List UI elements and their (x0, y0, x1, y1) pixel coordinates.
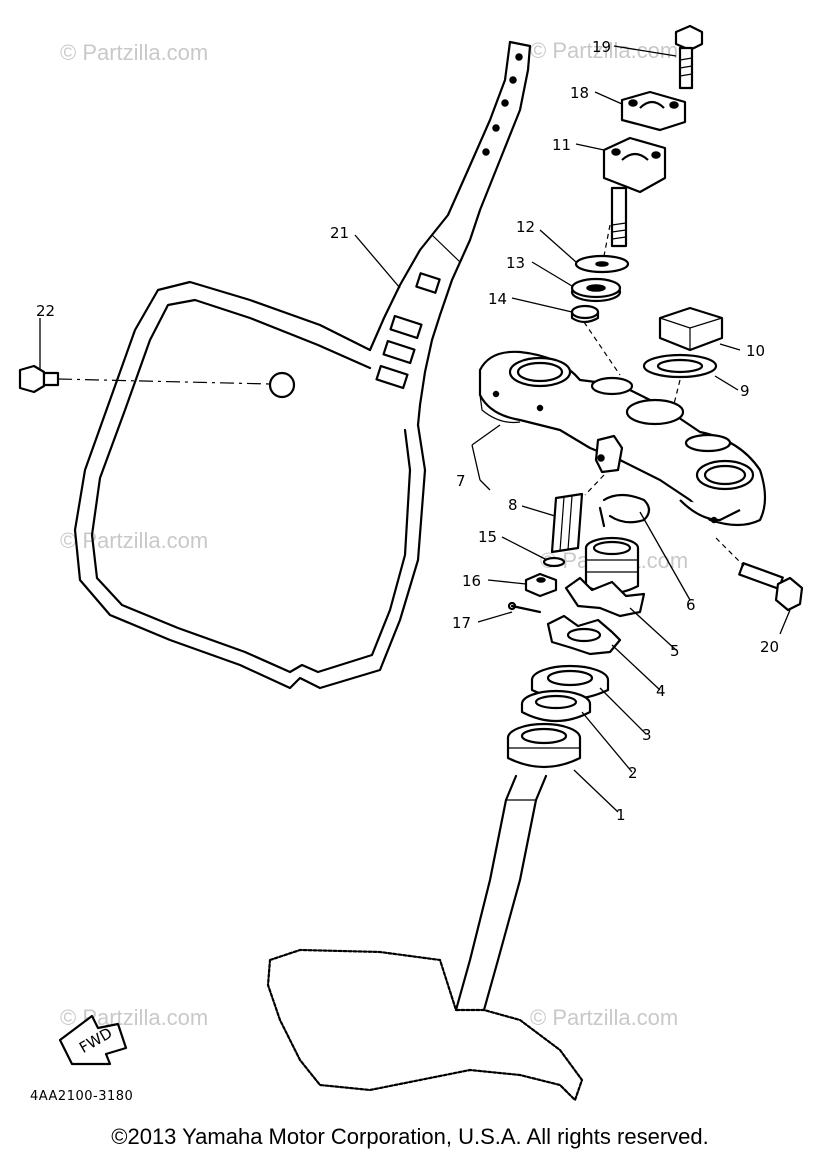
callout-18: 18 (570, 84, 589, 102)
bearing-part-2 (520, 689, 592, 722)
callout-11: 11 (552, 136, 571, 154)
washer-part-12 (574, 254, 630, 274)
fwd-arrow-icon: FWD (58, 1014, 128, 1066)
watermark-bottom-right: © Partzilla.com (530, 1005, 678, 1030)
damper-part-13 (570, 277, 622, 303)
cotter-pin-part-17 (507, 601, 542, 614)
callout-7: 7 (456, 472, 466, 490)
callout-15: 15 (478, 528, 497, 546)
callout-5: 5 (670, 642, 680, 660)
callout-17: 17 (452, 614, 471, 632)
callout-2: 2 (628, 764, 638, 782)
holder-part-11 (602, 136, 667, 248)
washer-part-15 (542, 556, 566, 568)
watermarks: © Partzilla.com © Partzilla.com © Partzi… (60, 38, 688, 1030)
steering-stem (266, 774, 584, 1102)
ring-nut-part-4 (546, 614, 622, 656)
callout-8: 8 (508, 496, 518, 514)
clamp-part-18 (620, 90, 687, 132)
bolt-part-22 (18, 364, 271, 394)
callout-10: 10 (746, 342, 765, 360)
callout-3: 3 (642, 726, 652, 744)
callout-21: 21 (330, 224, 349, 242)
bearing-part-1 (506, 722, 582, 768)
nut-part-10 (658, 306, 724, 352)
callout-19: 19 (592, 38, 611, 56)
damper-part-8 (550, 492, 584, 554)
callout-12: 12 (516, 218, 535, 236)
copyright-notice: ©2013 Yamaha Motor Corporation, U.S.A. A… (111, 1124, 709, 1149)
callout-14: 14 (488, 290, 507, 308)
callout-4: 4 (656, 682, 666, 700)
callout-22: 22 (36, 302, 55, 320)
number-plate-part-21 (73, 40, 532, 690)
ring-nut-part-5 (564, 536, 646, 618)
watermark-top-right: © Partzilla.com (530, 38, 678, 63)
callout-labels: 19 18 11 12 13 14 10 9 21 22 7 8 15 16 1… (36, 38, 779, 824)
callout-13: 13 (506, 254, 525, 272)
bolt-part-19 (674, 24, 704, 90)
callout-9: 9 (740, 382, 750, 400)
collar-part-14 (570, 304, 600, 324)
callout-6: 6 (686, 596, 696, 614)
upper-bracket-part-7 (478, 350, 767, 527)
watermark-top-left: © Partzilla.com (60, 40, 208, 65)
bolt-part-20 (715, 537, 804, 612)
callout-20: 20 (760, 638, 779, 656)
leader-lines (39, 45, 791, 813)
diagram-code: 4AA2100-3180 (30, 1089, 133, 1104)
callout-16: 16 (462, 572, 481, 590)
washer-part-9 (642, 353, 718, 379)
watermark-mid-left: © Partzilla.com (60, 528, 208, 553)
nut-part-16 (524, 572, 558, 598)
lock-washer-part-6 (598, 493, 651, 528)
callout-1: 1 (616, 806, 626, 824)
